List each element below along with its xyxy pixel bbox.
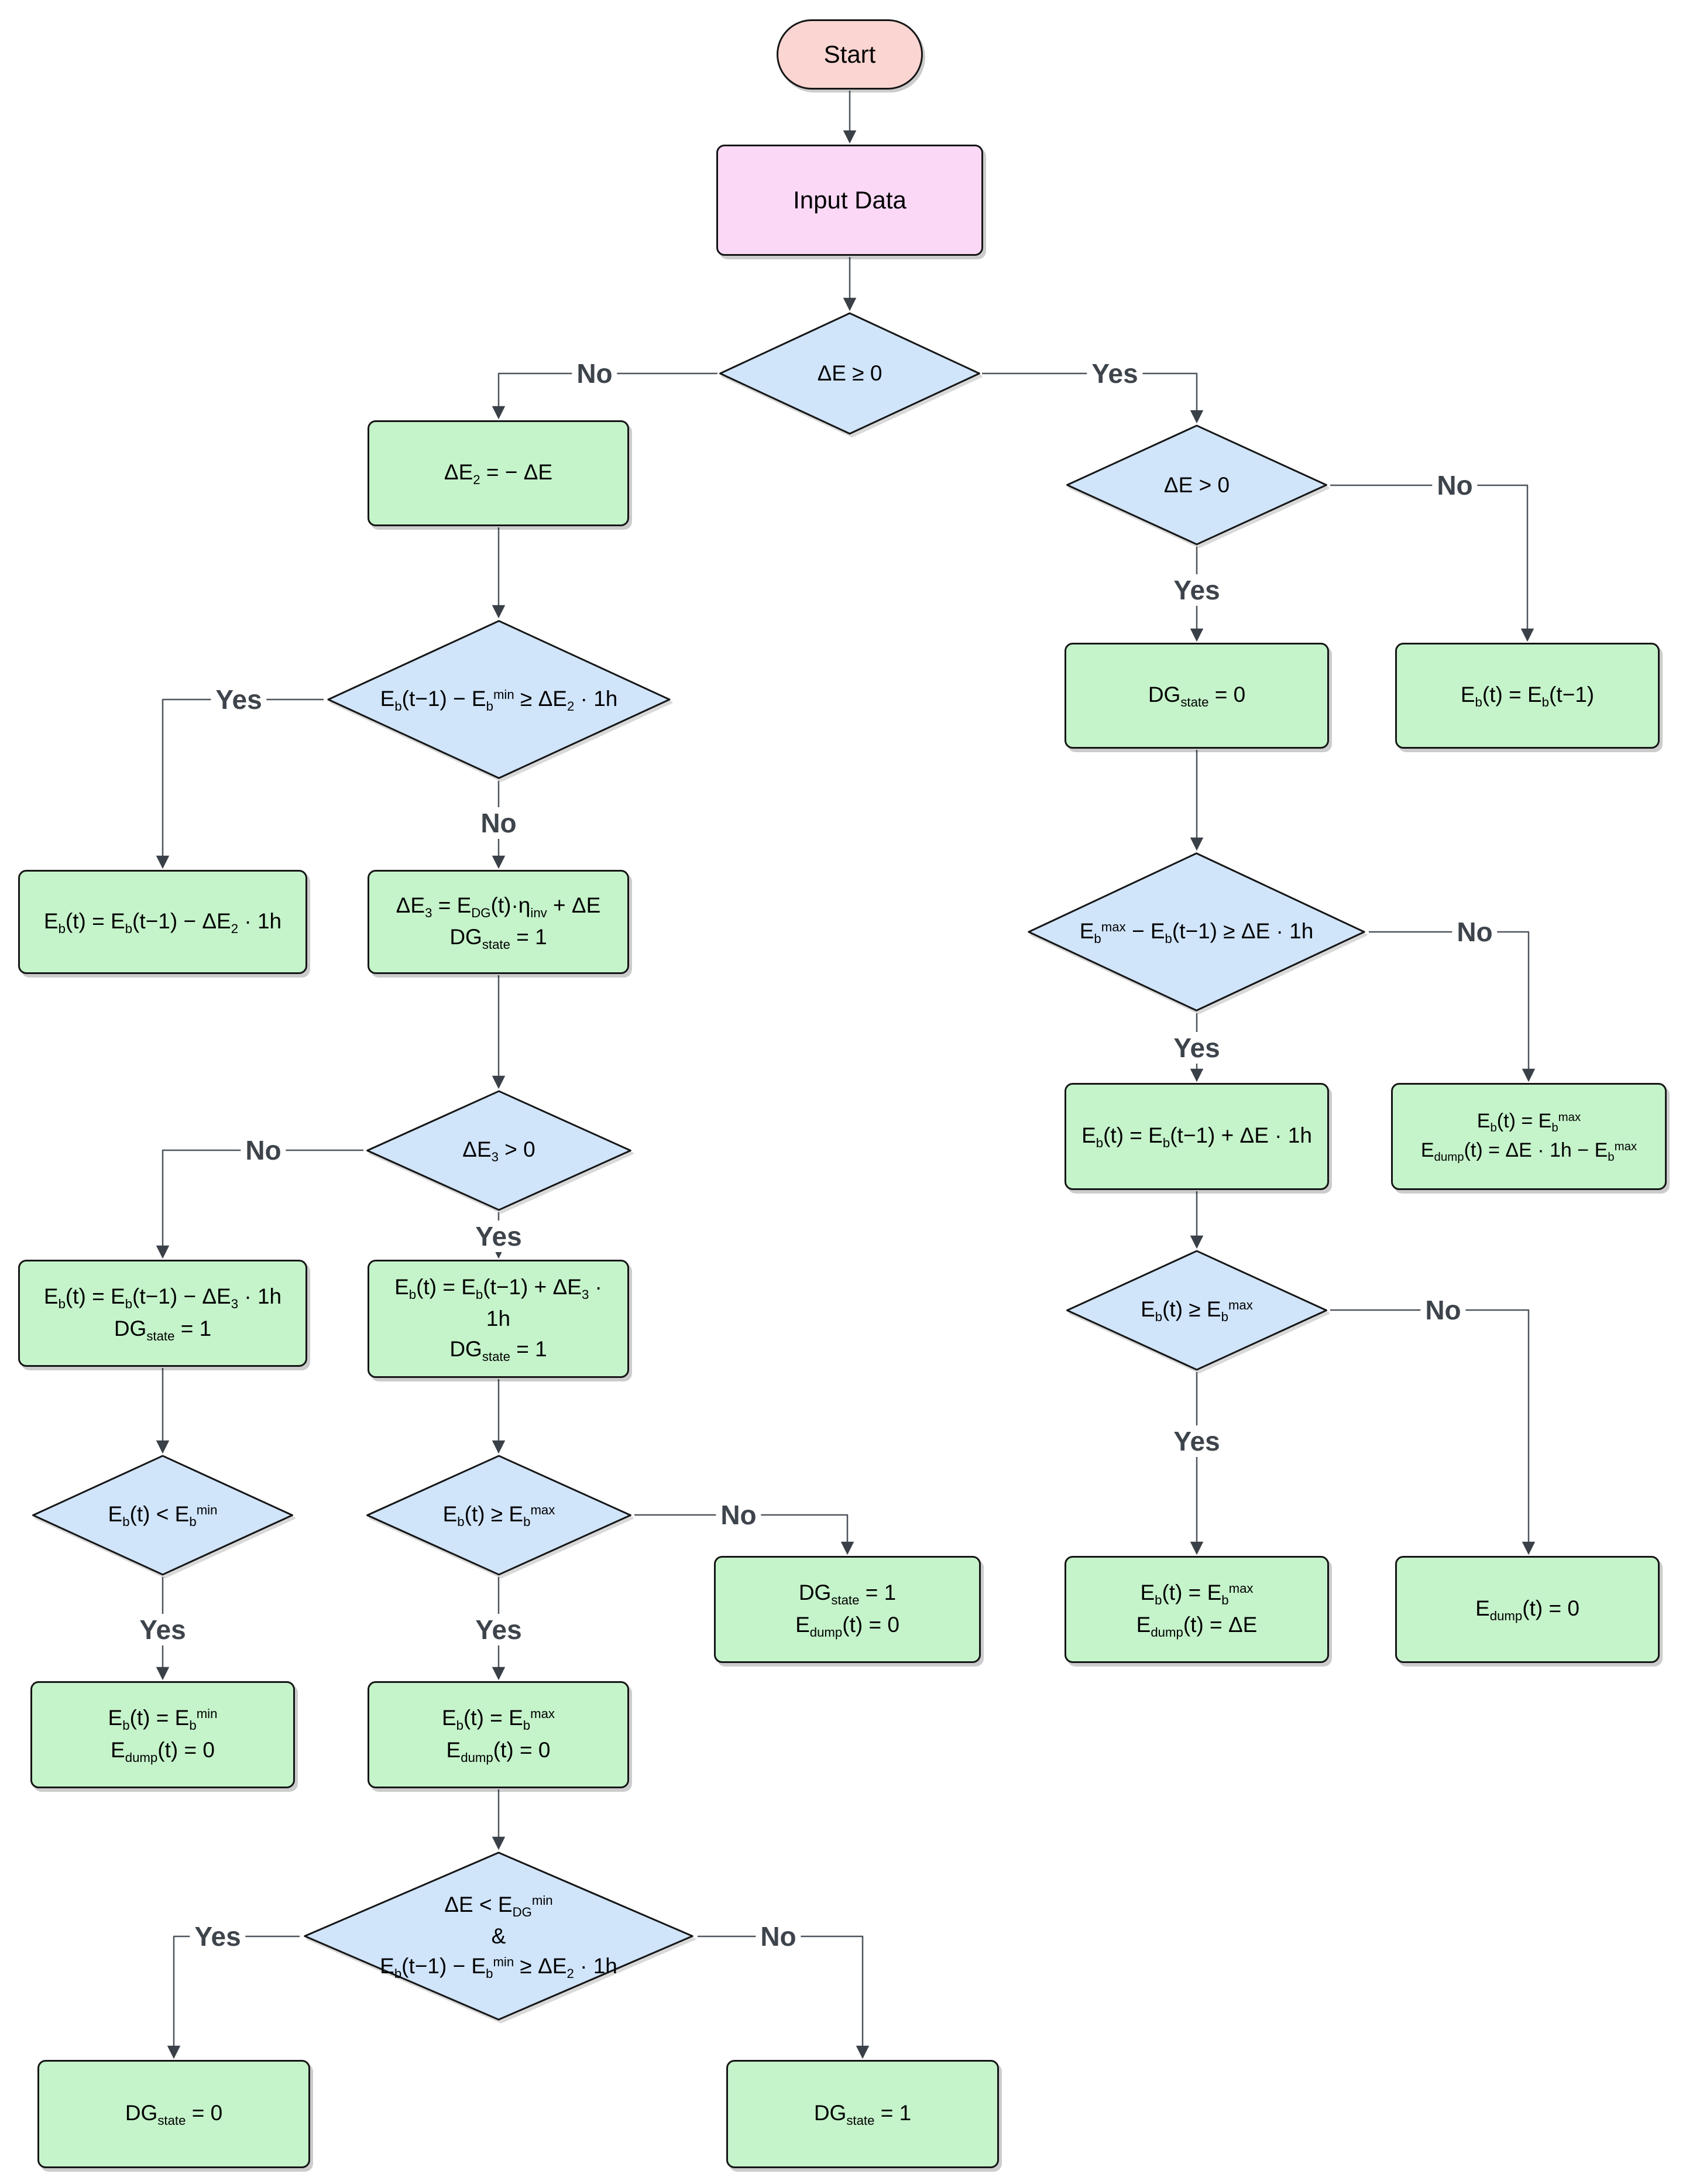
- branch-label-yes: Yes: [471, 1614, 527, 1645]
- diamond-shape-icon: [717, 312, 982, 435]
- process-dg-state-1-bottom-text: DGstate = 1: [813, 2101, 912, 2128]
- decision-battery-margin-discharge-text: Eb(t−1) − Ebmin ≥ ΔE2 · 1h: [380, 686, 618, 714]
- process-dg-state-0-right: DGstate = 0: [1065, 643, 1329, 749]
- branch-label-no: No: [756, 1921, 801, 1952]
- process-dump-zero-right: Edump(t) = 0: [1395, 1556, 1660, 1663]
- branch-label-no: No: [572, 358, 617, 389]
- decision-dg-shutdown-check-text: ΔE < EDGmin&Eb(t−1) − Ebmin ≥ ΔE2 · 1h: [380, 1892, 617, 1981]
- branch-label-yes: Yes: [471, 1220, 527, 1252]
- branch-label-yes: Yes: [1169, 1425, 1225, 1457]
- start-terminator: Start: [777, 19, 923, 90]
- branch-label-yes: Yes: [190, 1921, 246, 1952]
- decision-eb-ge-max-right: Eb(t) ≥ Ebmax: [1065, 1250, 1329, 1371]
- decision-delta-e-ge-0-text: ΔE ≥ 0: [817, 361, 883, 386]
- input-data-step: Input Data: [716, 145, 983, 256]
- diamond-shape-icon: [1025, 852, 1368, 1012]
- branch-label-yes: Yes: [1169, 1032, 1225, 1064]
- process-dg-state-0-bottom: DGstate = 0: [37, 2060, 310, 2168]
- branch-label-yes: Yes: [211, 684, 267, 715]
- process-dg-state-0-right-text: DGstate = 0: [1148, 683, 1246, 710]
- decision-eb-ge-max-mid-text: Eb(t) ≥ Ebmax: [442, 1502, 555, 1530]
- branch-label-no: No: [241, 1134, 286, 1166]
- process-delta-e2-assign: ΔE2 = − ΔE: [368, 420, 629, 526]
- decision-eb-ge-max-right-text: Eb(t) ≥ Ebmax: [1141, 1297, 1253, 1325]
- process-eb-charge-de: Eb(t) = Eb(t−1) + ΔE · 1h: [1065, 1083, 1329, 1190]
- start-label: Start: [823, 40, 876, 68]
- decision-eb-lt-min: Eb(t) < Ebmin: [30, 1455, 295, 1576]
- decision-dg-shutdown-check: ΔE < EDGmin&Eb(t−1) − Ebmin ≥ ΔE2 · 1h: [301, 1851, 696, 2021]
- process-dg-state-1-bottom: DGstate = 1: [726, 2060, 999, 2168]
- process-eb-discharge-de2-text: Eb(t) = Eb(t−1) − ΔE2 · 1h: [43, 908, 282, 936]
- decision-delta-e-gt-0-text: ΔE > 0: [1163, 472, 1230, 497]
- decision-delta-e3-gt-0-text: ΔE3 > 0: [462, 1137, 535, 1165]
- decision-eb-ge-max-mid: Eb(t) ≥ Ebmax: [365, 1455, 633, 1576]
- decision-battery-headroom-charge-text: Ebmax − Eb(t−1) ≥ ΔE · 1h: [1079, 918, 1314, 946]
- branch-label-no: No: [1432, 469, 1478, 501]
- diamond-shape-icon: [301, 1851, 696, 2021]
- branch-label-no: No: [476, 807, 521, 839]
- diamond-shape-icon: [365, 1455, 633, 1576]
- process-eb-charge-de-text: Eb(t) = Eb(t−1) + ΔE · 1h: [1081, 1123, 1312, 1151]
- process-eb-keep-previous: Eb(t) = Eb(t−1): [1395, 643, 1660, 749]
- decision-battery-margin-discharge: Eb(t−1) − Ebmin ≥ ΔE2 · 1h: [325, 619, 673, 780]
- diamond-shape-icon: [1065, 424, 1329, 546]
- process-eb-discharge-de2: Eb(t) = Eb(t−1) − ΔE2 · 1h: [18, 870, 307, 974]
- input-data-label: Input Data: [793, 186, 906, 214]
- decision-delta-e-gt-0: ΔE > 0: [1065, 424, 1329, 546]
- decision-delta-e-ge-0: ΔE ≥ 0: [717, 312, 982, 435]
- process-dump-zero-right-text: Edump(t) = 0: [1475, 1596, 1579, 1624]
- process-eb-keep-previous-text: Eb(t) = Eb(t−1): [1460, 683, 1595, 710]
- decision-eb-lt-min-text: Eb(t) < Ebmin: [108, 1502, 218, 1530]
- branch-label-no: No: [1420, 1294, 1466, 1326]
- branch-label-yes: Yes: [1169, 574, 1225, 606]
- decision-battery-headroom-charge: Ebmax − Eb(t−1) ≥ ΔE · 1h: [1025, 852, 1368, 1012]
- process-delta-e2-assign-text: ΔE2 = − ΔE: [444, 460, 553, 488]
- branch-label-no: No: [716, 1499, 761, 1531]
- diamond-shape-icon: [30, 1455, 295, 1576]
- diamond-shape-icon: [1065, 1250, 1329, 1371]
- decision-delta-e3-gt-0: ΔE3 > 0: [365, 1090, 633, 1211]
- process-dg-state-0-bottom-text: DGstate = 0: [125, 2101, 223, 2128]
- diamond-shape-icon: [325, 619, 673, 780]
- branch-label-yes: Yes: [1087, 358, 1143, 389]
- diamond-shape-icon: [365, 1090, 633, 1211]
- branch-label-no: No: [1452, 916, 1498, 948]
- branch-label-yes: Yes: [135, 1614, 191, 1645]
